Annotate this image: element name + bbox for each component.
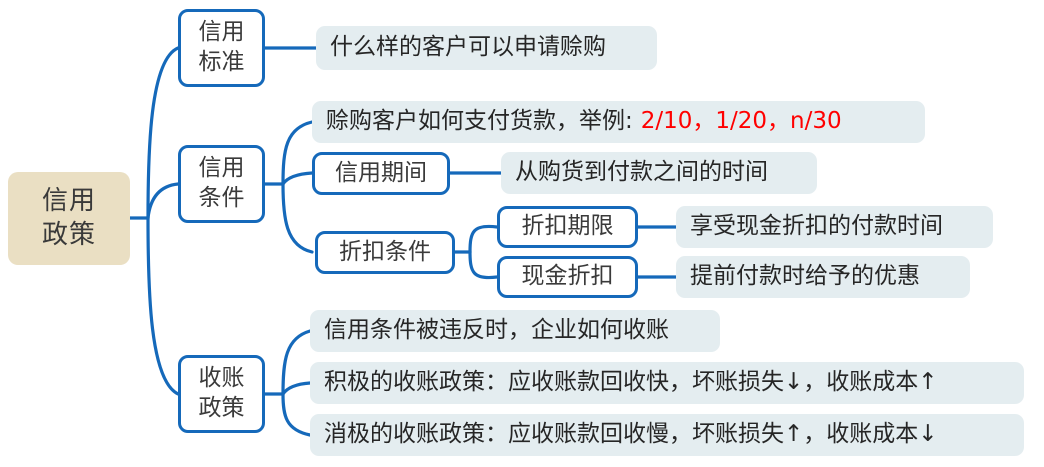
connector-root-to-collection-policy	[146, 216, 180, 396]
connector-discount-terms-to-cash-discount	[468, 250, 499, 280]
branch-node-discount-period[interactable]: 折扣期限	[497, 206, 638, 248]
branch-node-collection-policy[interactable]: 收账 政策	[178, 355, 265, 433]
branch-label-discount-period: 折扣期限	[521, 213, 614, 240]
leaf-label-credit-terms-desc-example: 2/10，1/20，n/30	[640, 108, 842, 135]
leaf-label-collection-policy-desc: 信用条件被违反时，企业如何收账	[324, 317, 669, 344]
leaf-label-credit-standard-desc: 什么样的客户可以申请赊购	[330, 34, 606, 61]
leaf-node-credit-terms-desc[interactable]: 赊购客户如何支付货款，举例: 2/10，1/20，n/30	[312, 101, 925, 143]
connector-root-to-credit-terms	[146, 182, 180, 220]
connector-discount-terms-to-discount-period	[468, 224, 499, 254]
leaf-label-credit-period-desc: 从购货到付款之间的时间	[515, 159, 768, 186]
branch-label-credit-terms: 信用 条件	[198, 155, 245, 211]
branch-label-credit-standard: 信用 标准	[198, 19, 245, 75]
leaf-node-credit-standard-desc[interactable]: 什么样的客户可以申请赊购	[316, 26, 657, 70]
connector-credit-terms-to-desc	[281, 120, 314, 186]
branch-node-credit-terms[interactable]: 信用 条件	[178, 145, 265, 223]
connector-collection-to-passive	[281, 392, 312, 437]
leaf-label-cash-discount-desc: 提前付款时给予的优惠	[690, 263, 920, 290]
branch-node-credit-period[interactable]: 信用期间	[312, 152, 450, 195]
branch-label-cash-discount: 现金折扣	[521, 263, 614, 290]
leaf-node-collection-passive[interactable]: 消极的收账政策：应收账款回收慢，坏账损失↑，收账成本↓	[310, 414, 1024, 456]
branch-label-collection-policy: 收账 政策	[198, 365, 245, 421]
leaf-node-collection-aggressive[interactable]: 积极的收账政策：应收账款回收快，坏账损失↓，收账成本↑	[310, 362, 1024, 404]
leaf-label-collection-aggressive: 积极的收账政策：应收账款回收快，坏账损失↓，收账成本↑	[324, 369, 938, 396]
root-node[interactable]: 信用 政策	[8, 172, 130, 265]
leaf-node-collection-policy-desc[interactable]: 信用条件被违反时，企业如何收账	[310, 310, 720, 352]
leaf-node-credit-period-desc[interactable]: 从购货到付款之间的时间	[501, 152, 817, 194]
connector-root-to-credit-standard	[146, 46, 180, 220]
leaf-label-credit-terms-desc-plain: 赊购客户如何支付货款，举例:	[326, 108, 633, 135]
branch-label-credit-period: 信用期间	[335, 159, 427, 186]
branch-node-cash-discount[interactable]: 现金折扣	[497, 256, 638, 298]
branch-node-credit-standard[interactable]: 信用 标准	[178, 9, 265, 87]
connector-credit-terms-to-discount-terms	[281, 182, 314, 254]
connector-collection-to-aggressive	[281, 381, 312, 396]
branch-node-discount-terms[interactable]: 折扣条件	[315, 231, 455, 274]
root-node-label: 信用 政策	[41, 186, 96, 250]
leaf-node-discount-period-desc[interactable]: 享受现金折扣的付款时间	[676, 206, 993, 248]
branch-label-discount-terms: 折扣条件	[339, 238, 431, 265]
connector-credit-terms-to-credit-period	[281, 171, 314, 186]
leaf-label-discount-period-desc: 享受现金折扣的付款时间	[690, 213, 943, 240]
leaf-label-collection-passive: 消极的收账政策：应收账款回收慢，坏账损失↑，收账成本↓	[324, 421, 938, 448]
leaf-node-cash-discount-desc[interactable]: 提前付款时给予的优惠	[676, 256, 970, 298]
connector-collection-to-desc	[281, 329, 312, 396]
